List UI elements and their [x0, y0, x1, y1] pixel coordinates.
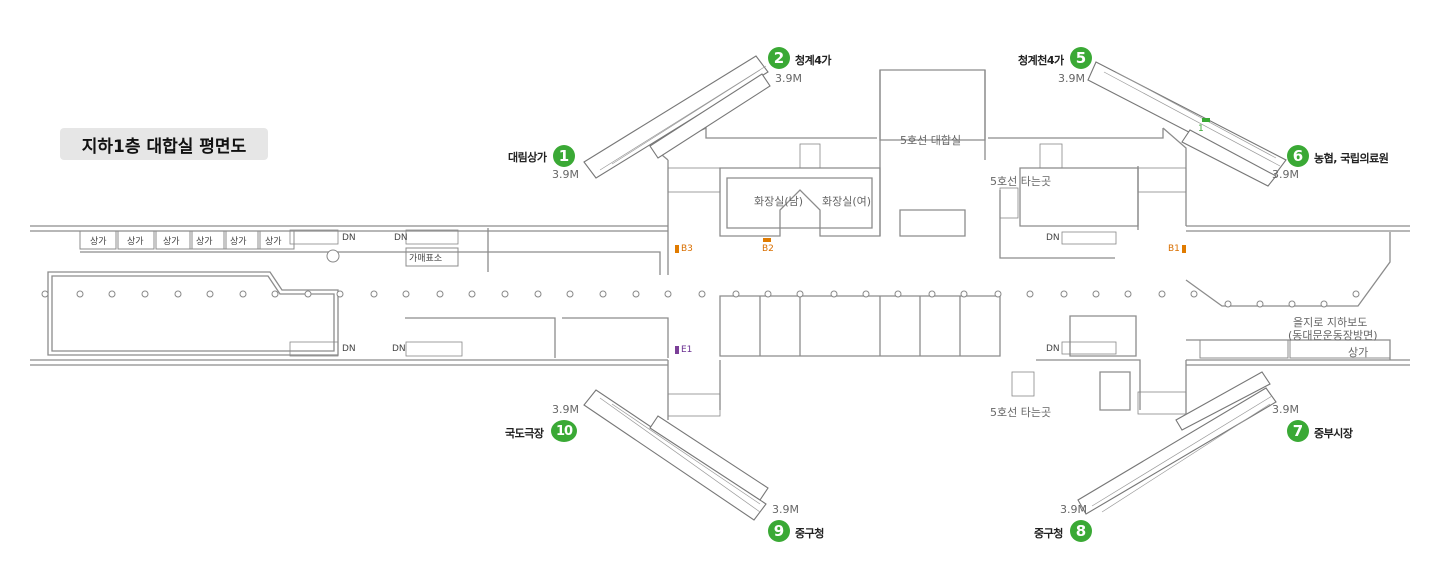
line5-boarding-bottom-label: 5호선 타는곳 — [990, 406, 1052, 419]
shop-east-label: 상가 — [1348, 346, 1369, 359]
exit-6-depth: 3.9M — [1272, 168, 1299, 181]
exit-10-depth: 3.9M — [552, 403, 579, 416]
down-stair-label: DN — [1046, 344, 1060, 354]
shop-label: 상가 — [90, 237, 107, 247]
exit-9-name: 중구청 — [795, 527, 824, 540]
exit-6-badge: 6 — [1287, 145, 1309, 167]
down-stair-label: DN — [392, 344, 406, 354]
exit-5-depth: 3.9M — [1058, 72, 1085, 85]
exit-8-name: 중구청 — [1034, 527, 1063, 540]
exit-1-depth: 3.9M — [552, 168, 579, 181]
restroom-men-label: 화장실(남) — [754, 195, 804, 208]
shop-label: 상가 — [265, 237, 282, 247]
e1-label: E1 — [681, 345, 693, 355]
down-stair-label: DN — [1046, 233, 1060, 243]
underpass-direction-label: (동대문운동장방면) — [1288, 329, 1378, 342]
exit-5-marker-label: 1 — [1198, 124, 1204, 134]
exit-5-name: 청계천4가 — [1018, 54, 1064, 67]
exit-8-depth: 3.9M — [1060, 503, 1087, 516]
ticket-office-label: 가매표소 — [409, 254, 443, 264]
b1-label: B1 — [1168, 244, 1180, 254]
line5-boarding-top-label: 5호선 타는곳 — [990, 175, 1052, 188]
exit-10-name: 국도극장 — [505, 427, 544, 440]
exit-10-badge: 10 — [551, 420, 577, 442]
underpass-label: 을지로 지하보도 — [1293, 316, 1368, 329]
exit-2-depth: 3.9M — [775, 72, 802, 85]
restroom-women-label: 화장실(여) — [822, 195, 872, 208]
b3-label: B3 — [681, 244, 693, 254]
exit-5-badge: 5 — [1070, 47, 1092, 69]
down-stair-label: DN — [342, 344, 356, 354]
page-title: 지하1층 대합실 평면도 — [60, 128, 268, 160]
exit-7-depth: 3.9M — [1272, 403, 1299, 416]
down-stair-label: DN — [394, 233, 408, 243]
shop-label: 상가 — [127, 237, 144, 247]
exit-2-name: 청계4가 — [795, 54, 832, 67]
shop-label: 상가 — [163, 237, 180, 247]
down-stair-label: DN — [342, 233, 356, 243]
exit-9-depth: 3.9M — [772, 503, 799, 516]
exit-8-badge: 8 — [1070, 520, 1092, 542]
exit-2-badge: 2 — [768, 47, 790, 69]
exit-5-marker — [1202, 118, 1210, 122]
b1-marker — [1182, 245, 1186, 253]
line5-concourse-label: 5호선 대합실 — [900, 134, 962, 147]
b2-marker — [763, 238, 771, 242]
exit-7-name: 중부시장 — [1314, 427, 1353, 440]
exit-6-name: 농협, 국립의료원 — [1314, 152, 1389, 165]
shop-label: 상가 — [196, 237, 213, 247]
exit-7-badge: 7 — [1287, 420, 1309, 442]
b3-marker — [675, 245, 679, 253]
b2-label: B2 — [762, 244, 774, 254]
e1-marker — [675, 346, 679, 354]
exit-1-name: 대림상가 — [508, 151, 547, 164]
shop-label: 상가 — [230, 237, 247, 247]
exit-1-badge: 1 — [553, 145, 575, 167]
exit-9-badge: 9 — [768, 520, 790, 542]
